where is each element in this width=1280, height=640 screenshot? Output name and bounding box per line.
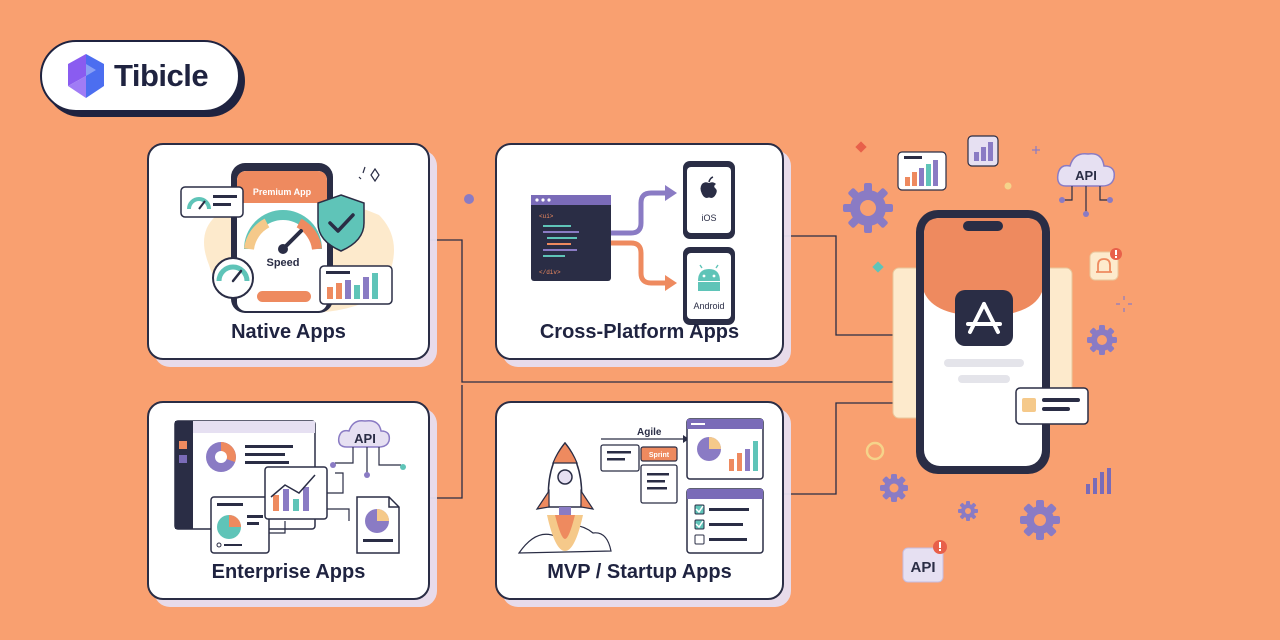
mini-card-decoration [1015, 387, 1089, 425]
diamond-decoration [855, 141, 867, 153]
api-badge-icon: API [902, 540, 947, 583]
enterprise-illustration: API [174, 419, 406, 554]
agile-label: Agile [637, 427, 662, 438]
card-enterprise-apps[interactable]: API Enterprise Apps [147, 401, 430, 600]
cross-platform-illustration: <ui> </div> iOS Android [531, 161, 735, 325]
mvp-illustration: Agile Sprint [517, 418, 764, 554]
speed-label: Speed [266, 257, 299, 269]
card-title: Enterprise Apps [211, 561, 366, 583]
card-title: Native Apps [231, 321, 346, 343]
card-title: Cross-Platform Apps [539, 321, 740, 343]
diamond-decoration [872, 261, 884, 273]
brand-logo-icon [68, 54, 104, 98]
gear-icon [958, 501, 978, 521]
ios-label: iOS [701, 213, 716, 223]
api-cloud-label: API [1075, 168, 1097, 183]
api-cloud-label: API [354, 431, 376, 446]
card-cross-platform-apps[interactable]: <ui> </div> iOS Android Cross-Platform A… [495, 143, 784, 360]
bell-icon [1089, 248, 1122, 281]
gear-icon [843, 183, 893, 233]
chart-card-decoration [897, 151, 947, 191]
phone-illustration [916, 210, 1050, 474]
bar-chart-icon [1086, 468, 1111, 494]
circle-decoration [865, 441, 885, 461]
card-title: MVP / Startup Apps [547, 561, 732, 583]
premium-app-badge: Premium App [253, 187, 312, 197]
card-native-apps[interactable]: Premium App Speed Native Apps [147, 143, 430, 360]
api-cloud-icon: API [1056, 153, 1116, 217]
sprint-label: Sprint [649, 452, 670, 459]
connector-lines [430, 235, 905, 499]
bar-chart-icon [967, 135, 999, 167]
gear-icon [1020, 500, 1060, 540]
sparkle-decoration [1032, 146, 1132, 312]
gear-icon [880, 474, 908, 502]
dot-decoration [464, 194, 474, 204]
code-tag-close: </div> [539, 269, 561, 276]
brand-logo[interactable]: Tibicle [40, 40, 240, 112]
gear-icon [1087, 325, 1117, 355]
api-badge-label: API [910, 559, 935, 576]
dot-decoration [1004, 182, 1012, 190]
brand-name: Tibicle [114, 58, 209, 93]
app-store-icon [966, 302, 1002, 334]
code-tag-open: <ui> [539, 213, 554, 220]
native-apps-illustration: Premium App Speed [180, 163, 394, 313]
android-label: Android [693, 301, 724, 311]
card-mvp-startup-apps[interactable]: Agile Sprint MVP / Startup Apps [495, 401, 784, 600]
